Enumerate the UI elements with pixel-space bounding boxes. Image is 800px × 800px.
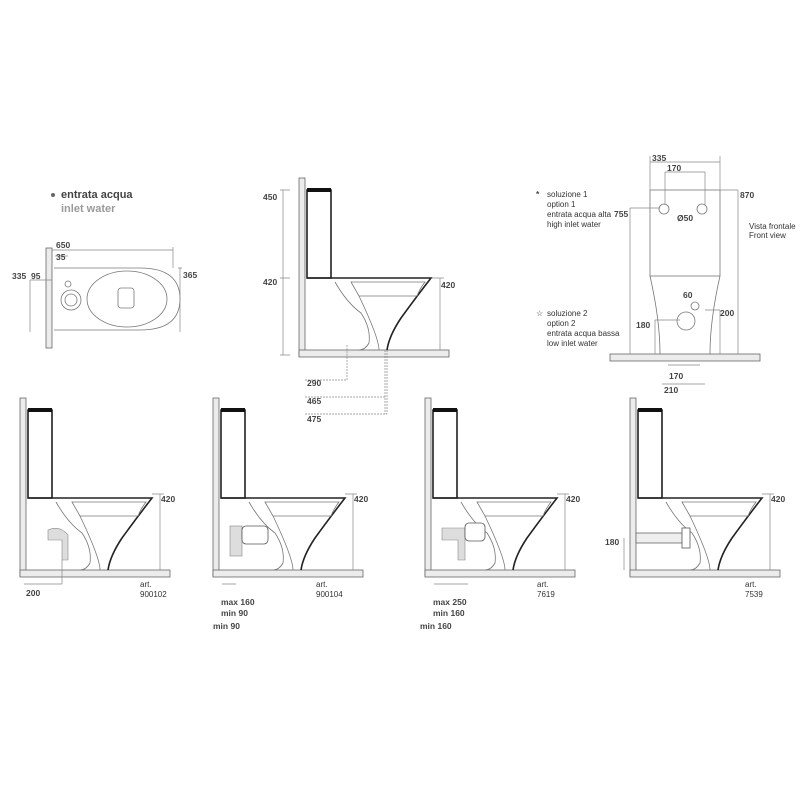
dim-min: min 160	[433, 608, 465, 618]
dim-290: 290	[307, 378, 321, 388]
legend-inlet-it: entrata acqua	[61, 189, 133, 201]
dim-420-left: 420	[263, 277, 277, 287]
dim-95: 95	[31, 271, 41, 281]
option2-desc-en: low inlet water	[547, 339, 598, 348]
dim-210: 210	[664, 385, 678, 395]
top-view: 650 35 335 95 365	[12, 240, 197, 349]
dim-420: 420	[566, 494, 580, 504]
dim-420: 420	[161, 494, 175, 504]
front-view: 335 170 870 Ø50 60 200 180 170 210 Vista…	[536, 153, 796, 395]
dim-650: 650	[56, 240, 70, 250]
option1-desc-en: high inlet water	[547, 220, 601, 229]
option2-en: option 2	[547, 319, 576, 328]
front-view-title-en: Front view	[749, 231, 786, 240]
dim-max: max 250	[433, 597, 467, 607]
art-code: 900102	[140, 590, 167, 599]
art-label: art.	[745, 580, 757, 589]
dim-180-front: 180	[636, 320, 650, 330]
variant-7539: 420 180 art. 7539	[605, 397, 785, 599]
art-code: 7619	[537, 590, 555, 599]
option2-desc-it: entrata acqua bassa	[547, 329, 620, 338]
side-view: 450 420 420 290 465 475	[263, 177, 455, 424]
dim-365: 365	[183, 270, 197, 280]
dim-35: 35	[56, 252, 66, 262]
dim-60: 60	[683, 290, 693, 300]
dim-180: 180	[605, 537, 619, 547]
dim-200: 200	[720, 308, 734, 318]
dim-420-right: 420	[441, 280, 455, 290]
dim-870: 870	[740, 190, 754, 200]
dim-200-outlet: 200	[26, 588, 40, 598]
variant-900104: 420 max 160 min 90 min 90 art. 900104	[212, 397, 368, 631]
dim-min-note: min 90	[213, 621, 240, 631]
dim-420: 420	[771, 494, 785, 504]
front-view-title-it: Vista frontale	[749, 222, 796, 231]
option1-label: soluzione 1	[547, 190, 588, 199]
dim-min-note: min 160	[420, 621, 452, 631]
dim-465: 465	[307, 396, 321, 406]
variant-900102: 420 200 art. 900102	[19, 397, 175, 599]
dim-755: 755	[614, 209, 628, 219]
option2-label: soluzione 2	[547, 309, 588, 318]
dim-diam-50: Ø50	[677, 213, 693, 223]
art-code: 7539	[745, 590, 763, 599]
asterisk-icon: *	[536, 189, 540, 199]
option1-desc-it: entrata acqua alta	[547, 210, 612, 219]
art-label: art.	[316, 580, 328, 589]
art-label: art.	[537, 580, 549, 589]
dim-475: 475	[307, 414, 321, 424]
variant-7619: 420 max 250 min 160 min 160 art. 7619	[420, 397, 580, 631]
dim-335-front: 335	[652, 153, 666, 163]
legend-inlet-en: inlet water	[61, 203, 116, 215]
dim-min: min 90	[221, 608, 248, 618]
dim-335: 335	[12, 271, 26, 281]
dim-max: max 160	[221, 597, 255, 607]
dim-170-top: 170	[667, 163, 681, 173]
dim-170-bottom: 170	[669, 371, 683, 381]
dim-420: 420	[354, 494, 368, 504]
star-icon: ☆	[536, 309, 543, 318]
option1-en: option 1	[547, 200, 576, 209]
asterisk-icon	[51, 193, 55, 197]
art-code: 900104	[316, 590, 343, 599]
art-label: art.	[140, 580, 152, 589]
legend: entrata acqua inlet water	[51, 189, 133, 215]
dim-450: 450	[263, 192, 277, 202]
